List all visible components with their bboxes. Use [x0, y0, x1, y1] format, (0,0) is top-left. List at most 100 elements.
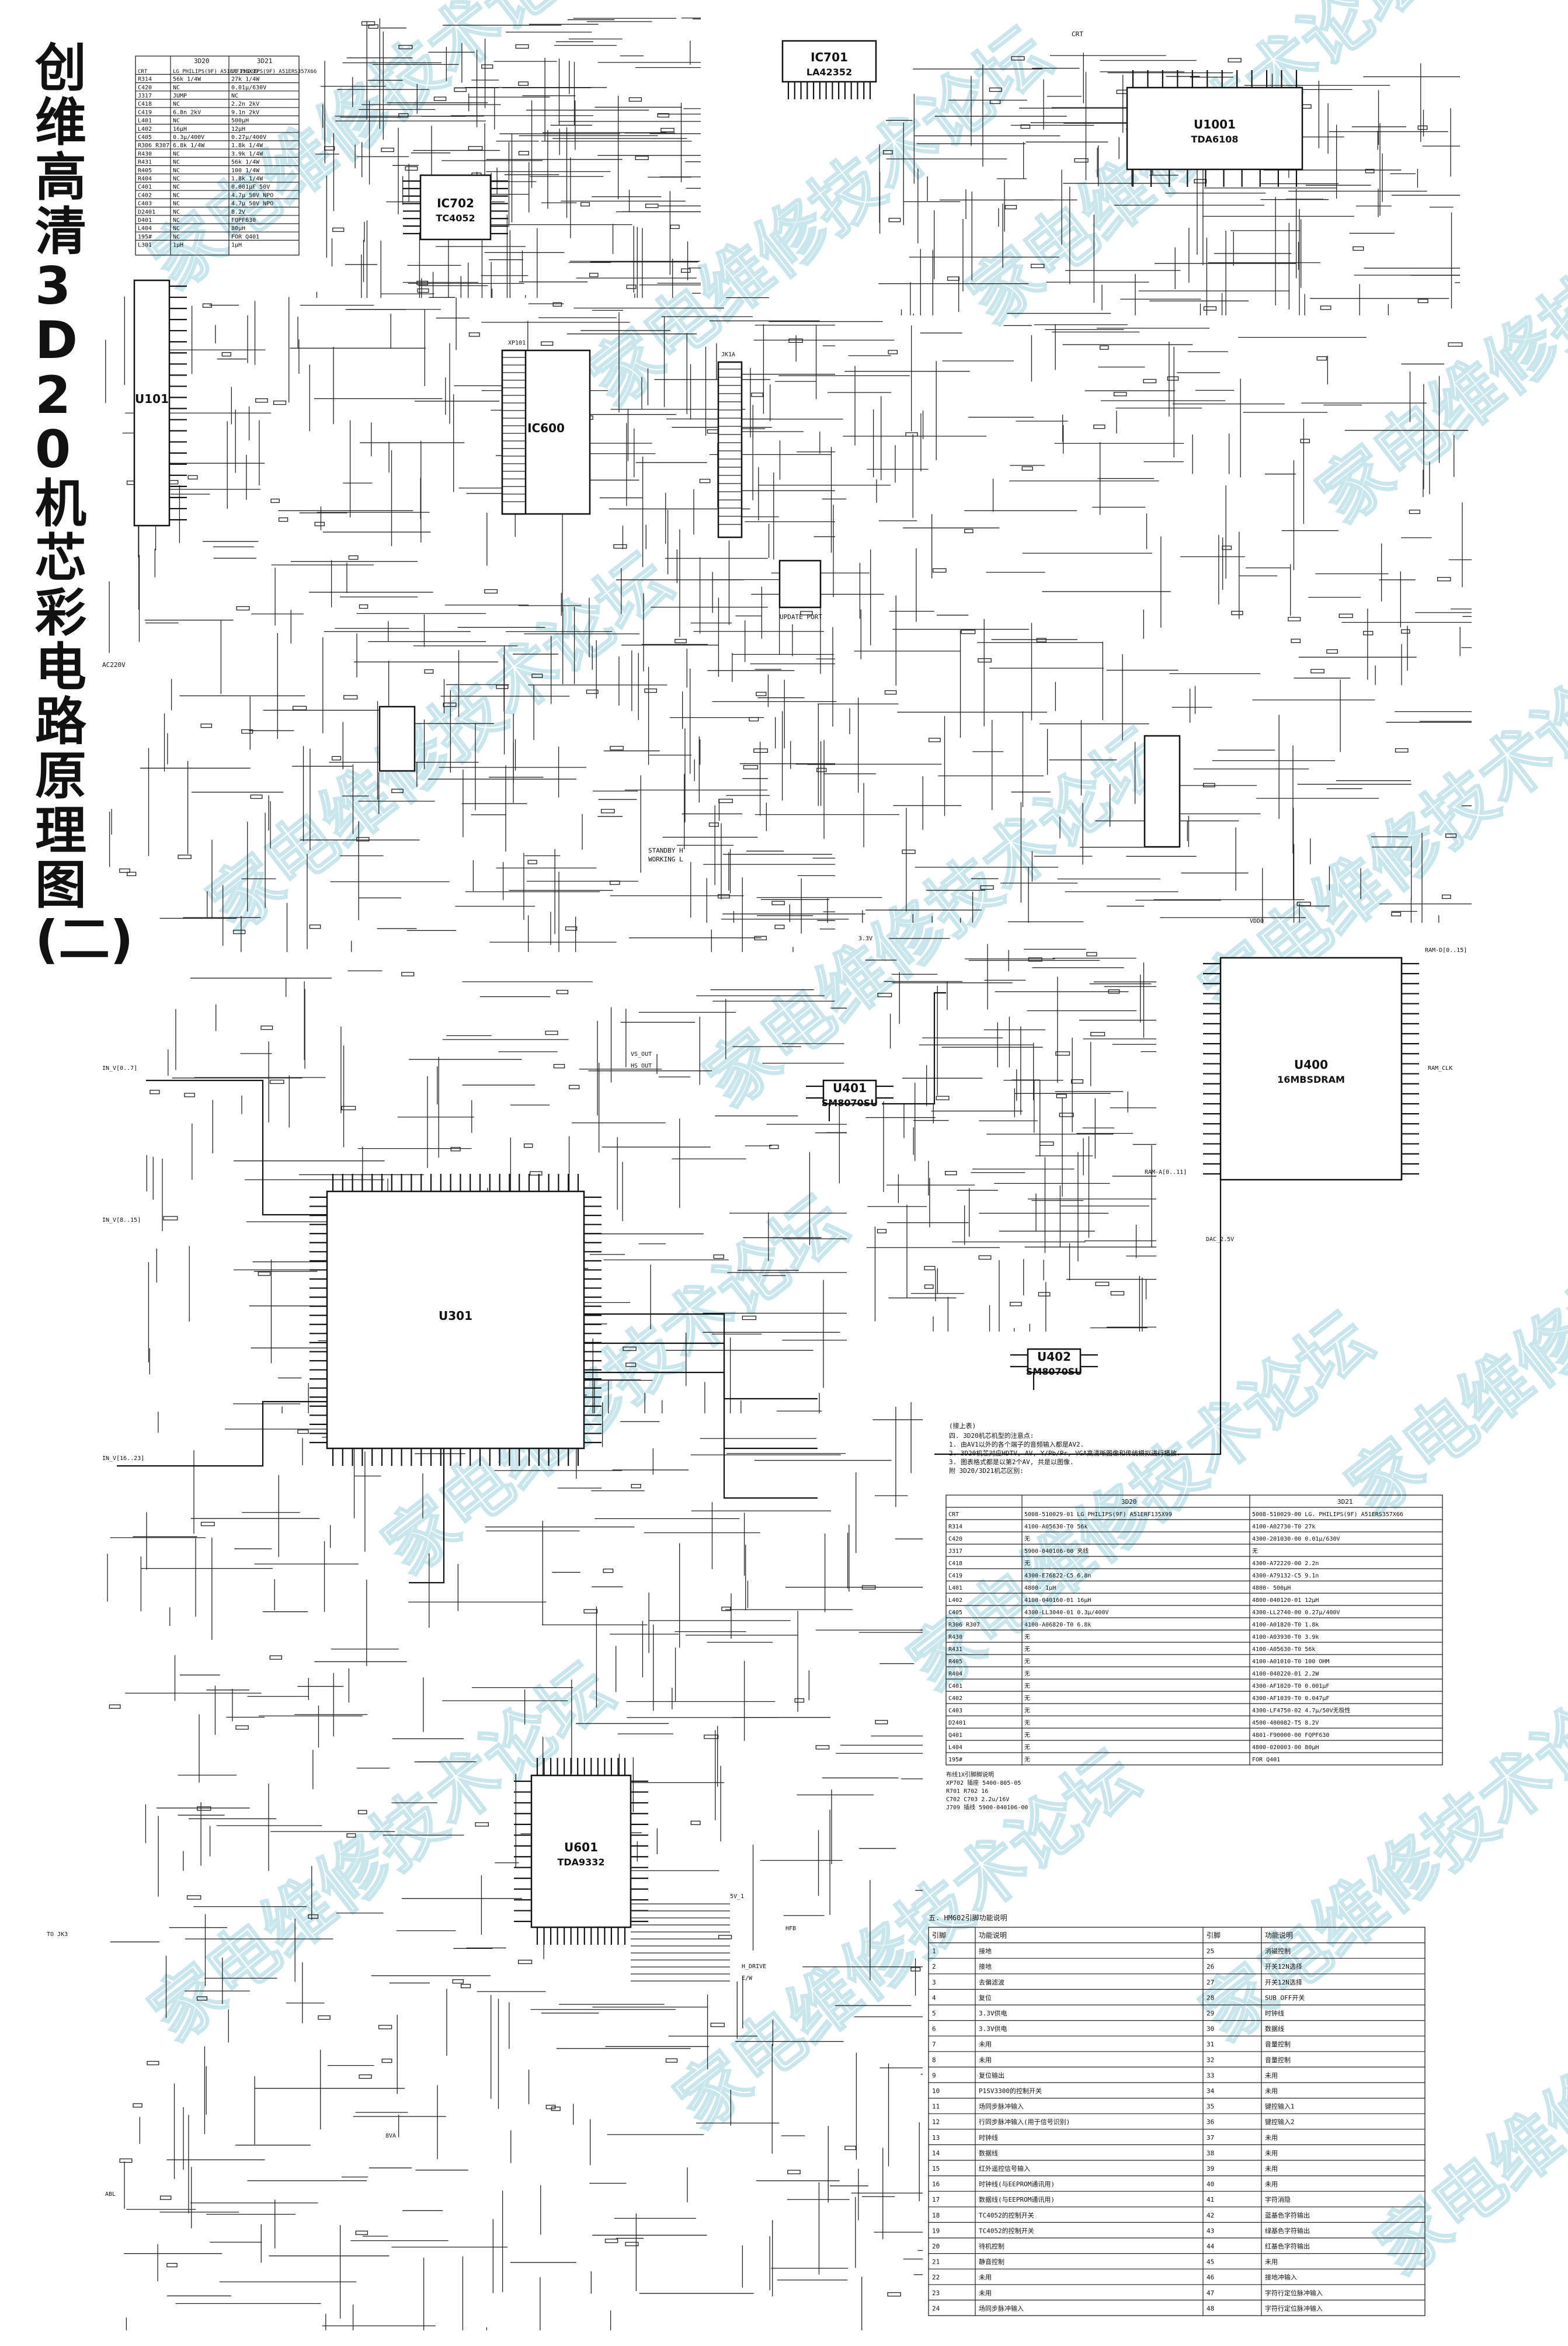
- resistor: [187, 475, 198, 479]
- ic701-ic: [781, 40, 877, 83]
- hfb-label: HFB: [785, 1926, 796, 1932]
- table-cell: J317: [138, 93, 152, 99]
- table-cell: 4800- 500μH: [1252, 1585, 1291, 1591]
- pins-cell: 音量控制: [1265, 2040, 1291, 2048]
- table-cell: 无: [1024, 1744, 1030, 1751]
- pins-cell: 33: [1207, 2072, 1214, 2079]
- pins-cell: 34: [1207, 2087, 1215, 2095]
- table-cell: 0.01μ/630V: [231, 85, 266, 91]
- resistor: [718, 798, 733, 804]
- table-cell: 4801-F90000-00 FQPF630: [1252, 1732, 1329, 1739]
- resistor: [888, 218, 901, 223]
- table-cell: 4300-A79132-C5 9.1n: [1252, 1573, 1319, 1579]
- resistor: [119, 868, 130, 873]
- watermark: 家电维修技术论坛: [661, 1736, 1153, 2145]
- resistor: [1437, 576, 1451, 582]
- resistor: [657, 113, 670, 118]
- pins-cell: 40: [1207, 2181, 1214, 2188]
- resistor: [109, 1704, 121, 1709]
- resistor: [381, 147, 394, 152]
- watermark: 家电维修技术论坛: [690, 714, 1182, 1123]
- resistor: [704, 1735, 719, 1739]
- pins-cell: 未用: [979, 2274, 992, 2281]
- u401-ic: [822, 1079, 877, 1105]
- table-cell: C401: [138, 184, 152, 190]
- resistor: [356, 837, 370, 842]
- pins-cell: 绿基色字符输出: [1265, 2226, 1310, 2234]
- resistor: [1059, 1113, 1074, 1117]
- resistor: [255, 398, 268, 403]
- table-cell: L404: [138, 225, 152, 232]
- table-cell: C419: [948, 1573, 962, 1579]
- resistor: [769, 1145, 779, 1149]
- resistor: [1417, 125, 1428, 130]
- resistor: [468, 146, 483, 151]
- table-cell: 4.7μ 50V NPO: [231, 201, 273, 207]
- table-cell: L404: [948, 1744, 962, 1751]
- wire: [882, 992, 946, 1105]
- u401-ref: U401: [833, 1081, 867, 1095]
- table-cell: NC: [173, 118, 180, 124]
- variant-table: [135, 55, 300, 256]
- resistor: [600, 809, 615, 814]
- table-footer: J709 插线 5900-040106-00: [946, 1803, 1028, 1811]
- table-cell: C402: [948, 1695, 962, 1702]
- pins-cell: 复位输出: [979, 2071, 1004, 2079]
- v5-label: 5V_1: [730, 1893, 744, 1900]
- resistor: [241, 729, 253, 734]
- resistor: [1036, 638, 1047, 642]
- update-port-label: UPDATE PORT: [780, 613, 822, 621]
- table-cell: C405: [138, 134, 152, 141]
- resistor: [978, 658, 992, 663]
- table-cell: D401: [138, 217, 152, 224]
- resistor: [260, 1026, 273, 1030]
- table-cell: 4300-AF1039-T0 0.047μF: [1252, 1695, 1329, 1702]
- pins-cell: 数据线: [1265, 2025, 1284, 2033]
- resistor: [159, 2195, 172, 2200]
- u402-part: SM8070SU: [1026, 1366, 1083, 1377]
- resistor: [523, 1144, 533, 1148]
- table-cell: R430: [948, 1634, 962, 1641]
- watermark: 家电维修技术论坛: [1187, 1648, 1568, 2057]
- resistor: [1108, 989, 1120, 994]
- resistor: [902, 849, 916, 854]
- resistor: [527, 860, 537, 864]
- pins-cell: 16: [932, 2181, 940, 2188]
- table-cell: 1.8k 1/4W: [231, 176, 263, 182]
- notes-subheading: 附 3D20/3D21机芯区别:: [949, 1466, 1024, 1475]
- u402-ic: [1027, 1348, 1082, 1374]
- table-cell: 1.8k 1/4W: [231, 143, 263, 149]
- resistor: [1167, 376, 1179, 381]
- table-header: 3D20: [1121, 1498, 1137, 1506]
- crt-label: CRT: [1072, 30, 1083, 38]
- pins-cell: 15: [932, 2165, 940, 2173]
- resistor: [924, 1284, 934, 1289]
- resistor: [553, 1063, 565, 1069]
- resistor: [980, 885, 994, 890]
- table-cell: C418: [948, 1560, 962, 1567]
- resistor: [603, 1568, 614, 1573]
- table-cell: NC: [231, 93, 238, 99]
- table-cell: 无: [1024, 1634, 1030, 1641]
- resistor: [924, 1266, 936, 1271]
- resistor: [424, 669, 434, 674]
- u101-ref: U101: [135, 392, 169, 406]
- resistor: [883, 150, 893, 155]
- pins-cell: 未用: [1265, 2149, 1278, 2157]
- resistor: [1288, 617, 1301, 621]
- table-cell: 无: [1024, 1708, 1030, 1714]
- resistor: [964, 529, 974, 533]
- resistor: [884, 690, 897, 695]
- resistor: [754, 936, 767, 940]
- table-cell: 0.27μ/400V: [231, 134, 266, 141]
- pins-cell: 41: [1207, 2196, 1214, 2203]
- table-cell: C403: [138, 201, 152, 207]
- resistor: [1031, 263, 1045, 269]
- resistor: [1020, 124, 1031, 129]
- resistor: [184, 1093, 195, 1097]
- update-port: [778, 559, 822, 609]
- resistor: [604, 2239, 618, 2243]
- resistor: [119, 2158, 133, 2163]
- resistor: [196, 1996, 208, 2001]
- pins-cell: 36: [1207, 2118, 1214, 2126]
